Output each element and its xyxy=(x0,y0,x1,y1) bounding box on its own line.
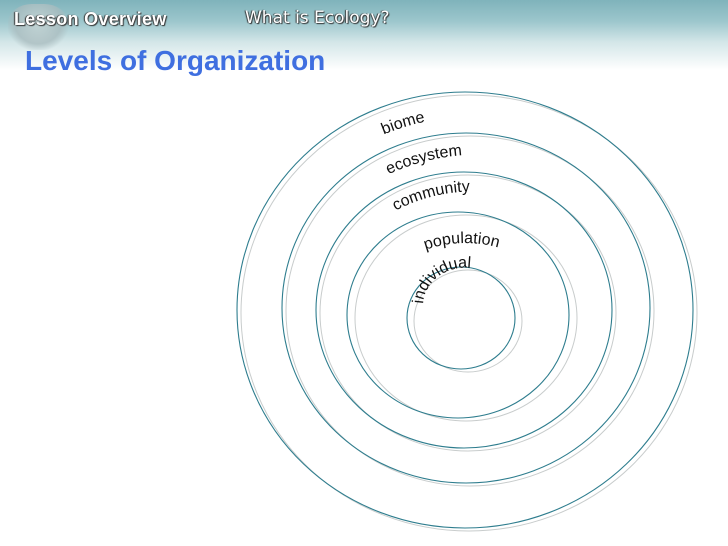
lesson-overview-label: Lesson Overview xyxy=(14,9,167,29)
label-individual: individual xyxy=(410,254,472,304)
ring-individual xyxy=(406,266,523,373)
ring-biome xyxy=(236,91,698,532)
header-background xyxy=(0,0,728,70)
polar-bear-image xyxy=(8,4,68,50)
lesson-topic: What is Ecology? xyxy=(245,8,390,28)
ring-ecosystem xyxy=(281,132,655,487)
label-population: population xyxy=(422,230,502,254)
slide-title: Levels of Organization xyxy=(25,45,326,76)
ring-population xyxy=(346,211,578,422)
ring-community xyxy=(315,171,617,452)
label-biome: biome xyxy=(379,109,426,138)
label-community: community xyxy=(390,178,470,214)
